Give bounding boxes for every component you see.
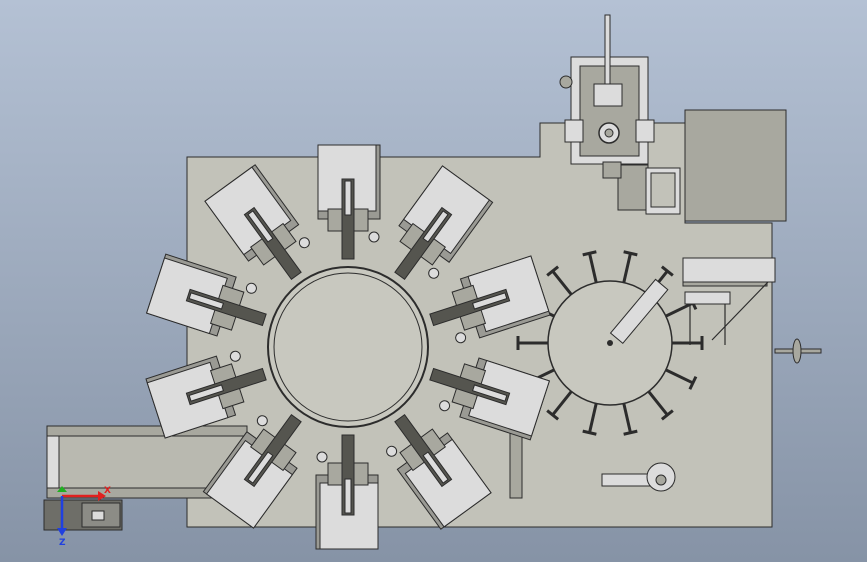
turntable-arm — [551, 388, 574, 416]
feeder-slide — [593, 83, 623, 107]
x-axis-label: X — [104, 486, 111, 496]
small-turntable-bar — [609, 278, 669, 345]
turntable-arm — [663, 367, 694, 385]
z-axis-label: Z — [59, 538, 66, 548]
feeder-bracket-left — [564, 119, 584, 143]
conveyor-top-rail — [46, 425, 248, 437]
turntable-arm-tip — [660, 265, 674, 277]
rotary-station — [204, 164, 310, 281]
rotary-station — [202, 413, 302, 529]
station-slide — [471, 292, 508, 310]
station-knob — [386, 445, 398, 457]
rotary-station — [429, 255, 551, 344]
z-axis-arrowhead — [57, 528, 67, 536]
turntable-arm — [646, 388, 669, 416]
rotary-station — [429, 357, 551, 441]
turntable-arm-tip — [546, 265, 560, 277]
slide-carriage — [684, 291, 731, 305]
station-slide — [344, 180, 352, 216]
station-slide — [188, 292, 225, 310]
feeder-rod — [604, 14, 611, 91]
turntable-arm — [588, 401, 599, 434]
rotary-station — [145, 350, 267, 439]
station-slide — [247, 210, 274, 243]
station-slide — [247, 451, 274, 484]
station-slide — [188, 384, 225, 402]
handwheel — [774, 338, 822, 364]
small-turntable-hub — [607, 340, 613, 346]
rotary-station — [317, 144, 381, 260]
coordinate-triad: X Z — [57, 486, 111, 548]
station-slide — [422, 451, 449, 484]
rotary-station — [386, 413, 492, 530]
turntable-arm — [588, 252, 599, 285]
feeder-bracket-right — [635, 119, 655, 143]
rotary-station — [315, 434, 379, 550]
right-slide-assembly — [682, 257, 776, 345]
turntable-arm-tip — [623, 429, 638, 436]
main-turntable — [267, 266, 429, 428]
link-hub — [655, 474, 667, 486]
turntable-arm-tip — [688, 375, 698, 390]
station-knob — [229, 350, 241, 362]
x-axis-arrowhead — [98, 491, 106, 501]
rotary-stations-group — [145, 144, 551, 550]
station-slide — [471, 384, 508, 402]
slide-diagonal — [711, 281, 769, 341]
station-knob — [368, 231, 380, 243]
conveyor-end — [46, 435, 60, 489]
feeder-knob-left — [559, 75, 573, 89]
turntable-arm-tip — [546, 409, 560, 421]
turntable-arm — [663, 301, 694, 319]
link-arm — [601, 462, 676, 492]
y-axis-marker — [57, 486, 67, 492]
motor-terminal — [91, 510, 105, 521]
control-cabinet — [684, 109, 787, 222]
turntable-arm-tip — [582, 429, 597, 436]
feeder-wheel-hub — [604, 128, 614, 138]
station-slide — [344, 478, 352, 514]
drive-motor — [43, 499, 123, 531]
station-knob — [428, 267, 440, 279]
station-knob — [298, 237, 310, 249]
station-knob — [256, 415, 268, 427]
station-knob — [316, 451, 328, 463]
small-turntable-group — [516, 250, 704, 436]
slide-rail — [682, 281, 768, 287]
station-slide — [422, 210, 449, 243]
turntable-arm — [621, 252, 632, 285]
feeder-drive-block — [617, 164, 649, 211]
main-turntable-inner — [273, 272, 423, 422]
station-knob — [455, 332, 467, 344]
turntable-arm-tip — [660, 409, 674, 421]
turntable-arm — [551, 270, 574, 298]
handwheel-rim — [792, 338, 802, 364]
rotary-station — [394, 165, 494, 281]
feeder-mount — [602, 161, 622, 179]
conveyor-right-guide — [509, 429, 523, 499]
turntable-arm-tip — [582, 250, 597, 257]
turntable-arm-tip — [623, 250, 638, 257]
feeder-drive-window — [650, 172, 676, 208]
top-feeder-assembly — [559, 14, 681, 215]
turntable-arm — [621, 401, 632, 434]
station-knob — [245, 282, 257, 294]
station-knob — [439, 400, 451, 412]
rotary-station — [145, 253, 267, 337]
slide-housing — [682, 257, 776, 283]
